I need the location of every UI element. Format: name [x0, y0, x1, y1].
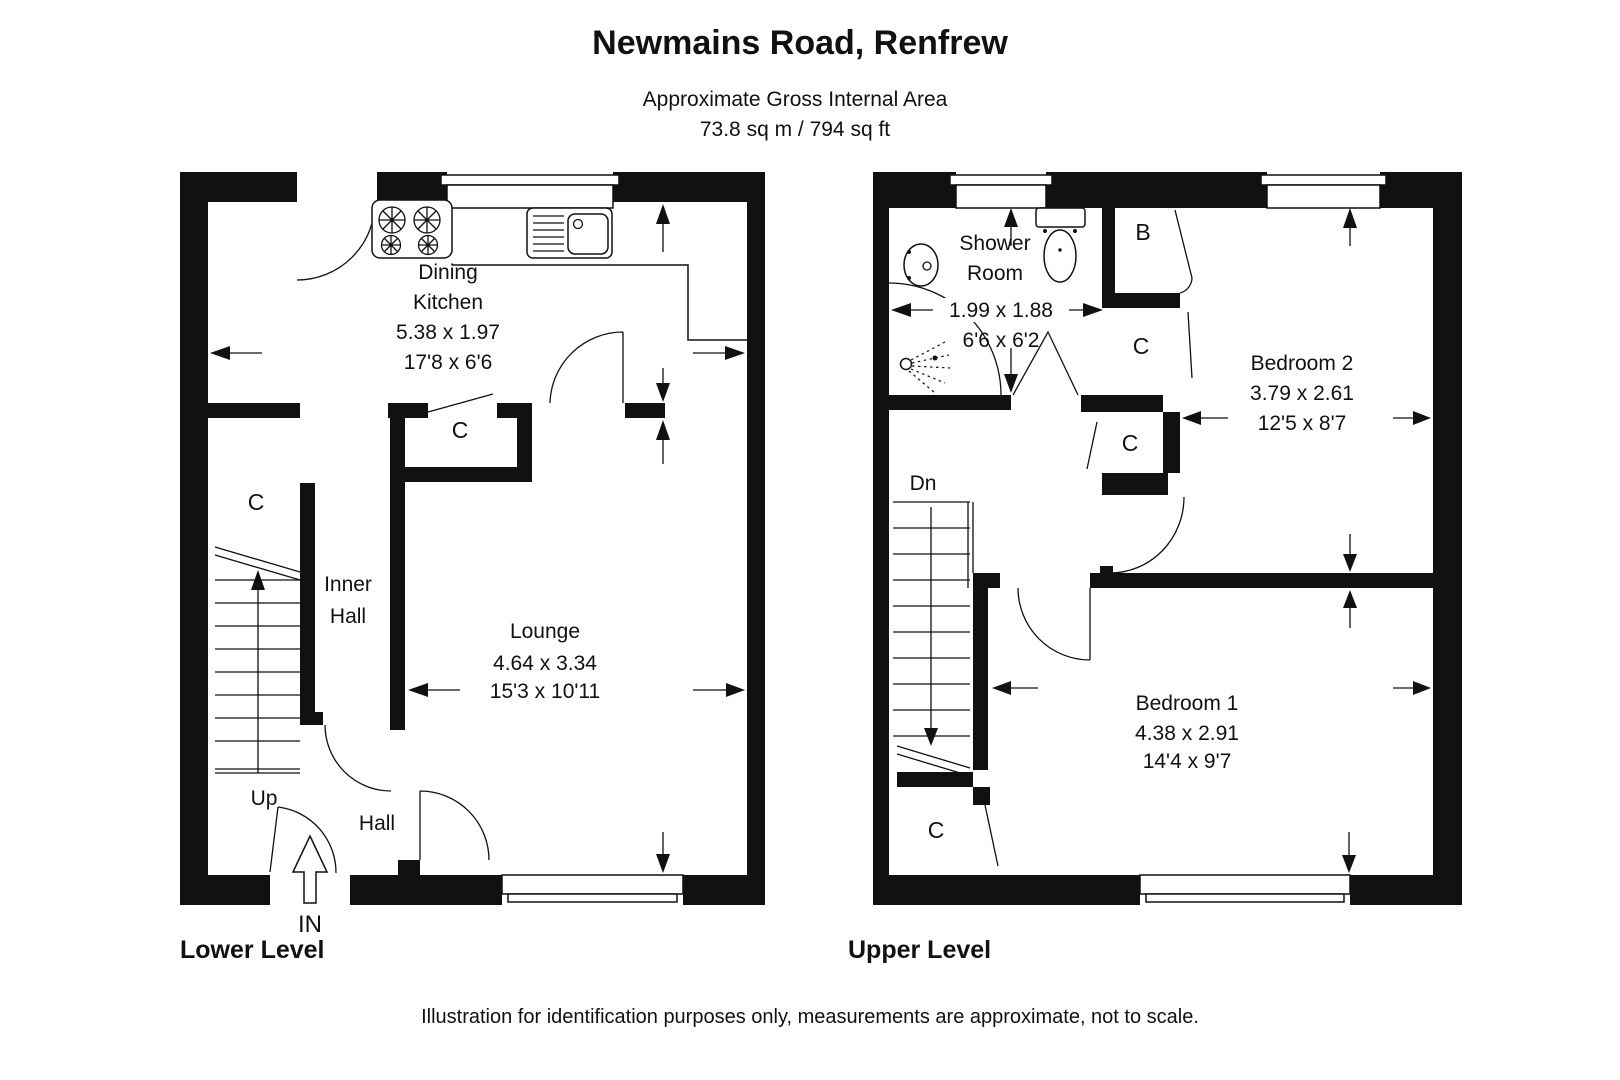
cupboard-center-door — [427, 393, 494, 413]
stairs-up-label: Up — [251, 787, 278, 810]
toilet-icon — [1035, 207, 1086, 283]
stove-icon — [371, 199, 453, 259]
hall-label: Hall — [359, 812, 395, 835]
page-title: Newmains Road, Renfrew — [592, 24, 1008, 62]
svg-text:Room: Room — [967, 262, 1023, 285]
bedroom1-door — [1017, 587, 1091, 661]
lower-level-label: Lower Level — [180, 936, 325, 964]
lower-stairs — [214, 546, 301, 774]
cupboard-top-door — [1187, 311, 1193, 379]
boiler-label: B — [1135, 219, 1150, 245]
bedroom2-door-arc — [1109, 496, 1185, 574]
stairs-down-label: Dn — [910, 472, 937, 495]
cupboard-mid-label: C — [1122, 430, 1139, 456]
entrance-door — [269, 806, 337, 874]
lounge-north-door — [549, 331, 624, 404]
kitchen-counter — [452, 264, 747, 341]
lower-room-labels: Dining Kitchen 5.38 x 1.97 17'8 x 6'6 C … — [248, 261, 601, 938]
upper-walls — [873, 172, 1462, 905]
cupboard-center-label: C — [452, 417, 469, 443]
upper-stairs — [893, 501, 974, 777]
cupboard-mid-door — [1086, 421, 1098, 470]
inner-hall-label: Inner — [324, 573, 372, 596]
subtitle-size: 73.8 sq m / 794 sq ft — [699, 118, 891, 141]
boiler-door — [1174, 209, 1193, 294]
lounge-dims-imperial: 15'3 x 10'11 — [490, 680, 600, 703]
upper-dimension-arrows — [891, 208, 1431, 873]
inner-hall-door-arc — [324, 724, 392, 792]
wash-basin-icon — [903, 243, 939, 287]
lounge-label: Lounge — [510, 620, 580, 643]
bedroom2-dims-metric: 3.79 x 2.61 — [1250, 382, 1354, 405]
dining-kitchen-dims-imperial: 17'8 x 6'6 — [404, 351, 493, 374]
disclaimer-note: Illustration for identification purposes… — [421, 1006, 1199, 1028]
bedroom1-dims-metric: 4.38 x 2.91 — [1135, 722, 1239, 745]
shower-room-dims-imperial: 6'6 x 6'2 — [963, 329, 1040, 352]
upper-doors — [984, 209, 1193, 867]
kitchen-door-arc — [296, 201, 376, 281]
bedroom1-label: Bedroom 1 — [1136, 692, 1239, 715]
svg-text:Kitchen: Kitchen — [413, 291, 483, 314]
bedroom2-dims-imperial: 12'5 x 8'7 — [1258, 412, 1347, 435]
lounge-dims-metric: 4.64 x 3.34 — [493, 652, 597, 675]
subtitle-area: Approximate Gross Internal Area — [642, 88, 948, 111]
upper-room-labels: Shower Room 1.99 x 1.88 6'6 x 6'2 B C C … — [910, 219, 1354, 843]
entrance-arrow-icon — [291, 834, 329, 904]
shower-room-dims-metric: 1.99 x 1.88 — [949, 299, 1053, 322]
cupboard-bottom-door — [984, 804, 999, 867]
upper-level-label: Upper Level — [848, 936, 992, 964]
bedroom1-dims-imperial: 14'4 x 9'7 — [1143, 750, 1232, 773]
shower-room-label: Shower — [959, 232, 1030, 255]
svg-text:Hall: Hall — [330, 605, 366, 628]
lower-walls — [180, 172, 765, 905]
entrance-label: IN — [298, 911, 322, 938]
cupboard-bottom-label: C — [928, 817, 945, 843]
upper-level-plan: Shower Room 1.99 x 1.88 6'6 x 6'2 B C C … — [873, 172, 1462, 905]
lounge-hall-door — [419, 790, 490, 861]
bedroom2-label: Bedroom 2 — [1251, 352, 1354, 375]
dining-kitchen-dims-metric: 5.38 x 1.97 — [396, 321, 500, 344]
upper-windows — [949, 174, 1387, 903]
cupboard-left-label: C — [248, 489, 265, 515]
cupboard-top-label: C — [1133, 333, 1150, 359]
lower-level-plan: Dining Kitchen 5.38 x 1.97 17'8 x 6'6 C … — [180, 172, 765, 938]
dining-kitchen-label: Dining — [418, 261, 478, 284]
lower-dimension-arrows — [210, 204, 745, 873]
lower-windows — [440, 174, 684, 903]
shower-room-door — [1012, 330, 1079, 396]
sink-icon — [526, 207, 613, 259]
